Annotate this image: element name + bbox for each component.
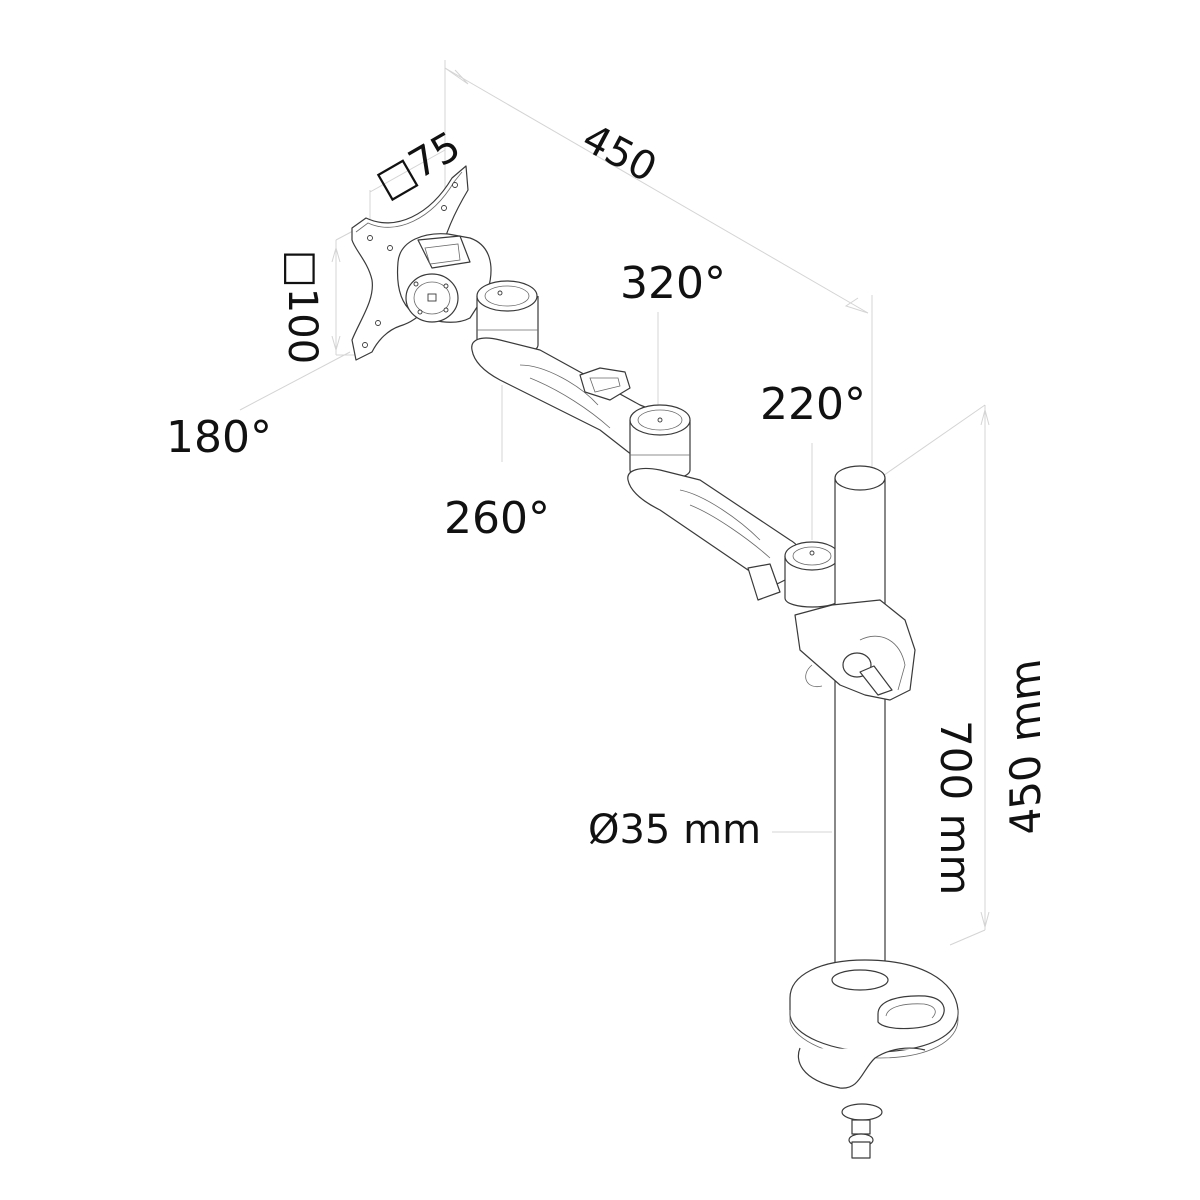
pole-diameter-label: Ø35 mm bbox=[588, 807, 762, 853]
rotation-220-label: 220° bbox=[760, 379, 866, 430]
vesa-100-label: □100 bbox=[279, 250, 325, 365]
pole-joint bbox=[784, 541, 841, 608]
rotation-180-label: 180° bbox=[166, 412, 272, 463]
dimension-lines bbox=[239, 60, 990, 946]
pole bbox=[834, 465, 886, 999]
pole-height-label: 700 mm bbox=[931, 720, 980, 896]
desk-clamp bbox=[789, 959, 959, 1159]
rotation-260-label: 260° bbox=[444, 493, 550, 544]
pole-collar bbox=[794, 599, 916, 701]
arm-segment-upper bbox=[471, 280, 661, 456]
arm-segment-lower bbox=[627, 404, 803, 601]
tilt-head bbox=[396, 233, 492, 323]
rotation-320-label: 320° bbox=[620, 258, 726, 309]
max-height-label: 450 mm bbox=[1001, 656, 1050, 839]
